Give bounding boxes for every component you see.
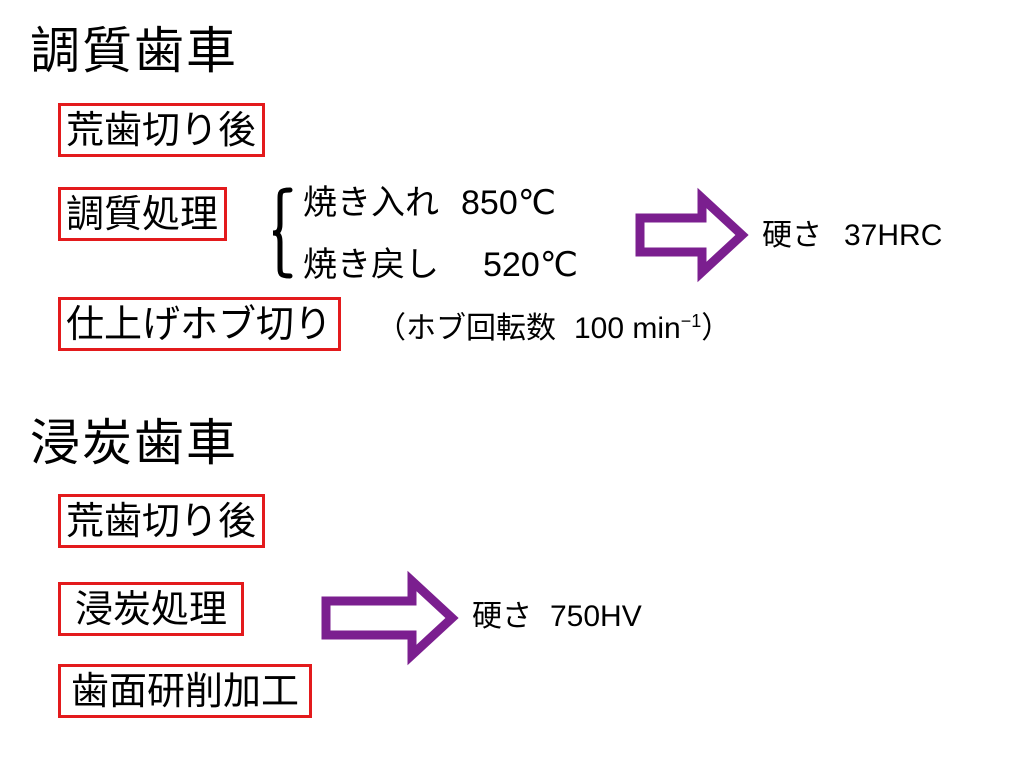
section2-step-tooth-grinding: 歯面研削加工	[58, 664, 313, 718]
temper-line: 焼き戻し 520℃	[303, 248, 578, 282]
section1-title: 調質歯車	[30, 22, 238, 80]
section1-step-finish-hobbing: 仕上げホブ切り	[58, 297, 342, 351]
temper-label: 焼き戻し	[303, 245, 439, 285]
section1-step-rough-cutting: 荒歯切り後	[58, 103, 266, 157]
left-brace-icon	[272, 187, 293, 279]
section2-step-rough-cutting: 荒歯切り後	[58, 494, 266, 548]
section2-step-carburizing: 浸炭処理	[58, 582, 245, 636]
temper-temp: 520℃	[483, 246, 578, 284]
quench-label: 焼き入れ	[303, 183, 439, 223]
hob-note-close: ）	[701, 311, 732, 346]
quench-temp: 850℃	[461, 184, 556, 222]
section1-step-tempering: 調質処理	[58, 187, 228, 241]
section1-hardness-label: 硬さ	[762, 218, 822, 253]
hob-note-exponent: −1	[680, 311, 702, 331]
hollow-right-arrow-icon	[635, 187, 749, 283]
hob-note-value: 100 min	[574, 312, 681, 345]
section2-hardness-label: 硬さ	[472, 599, 532, 634]
quench-line: 焼き入れ 850℃	[303, 186, 556, 220]
section1-hardness: 硬さ 37HRC	[762, 221, 942, 251]
hob-note-open: （ホブ回転数	[376, 311, 556, 346]
hob-speed-note: （ホブ回転数 100 min−1）	[376, 311, 732, 346]
hollow-right-arrow-icon	[321, 570, 459, 666]
section2-hardness-value: 750HV	[550, 600, 642, 633]
section1-hardness-value: 37HRC	[844, 219, 943, 252]
section2-hardness: 硬さ 750HV	[472, 602, 642, 632]
section2-title: 浸炭歯車	[30, 414, 238, 472]
